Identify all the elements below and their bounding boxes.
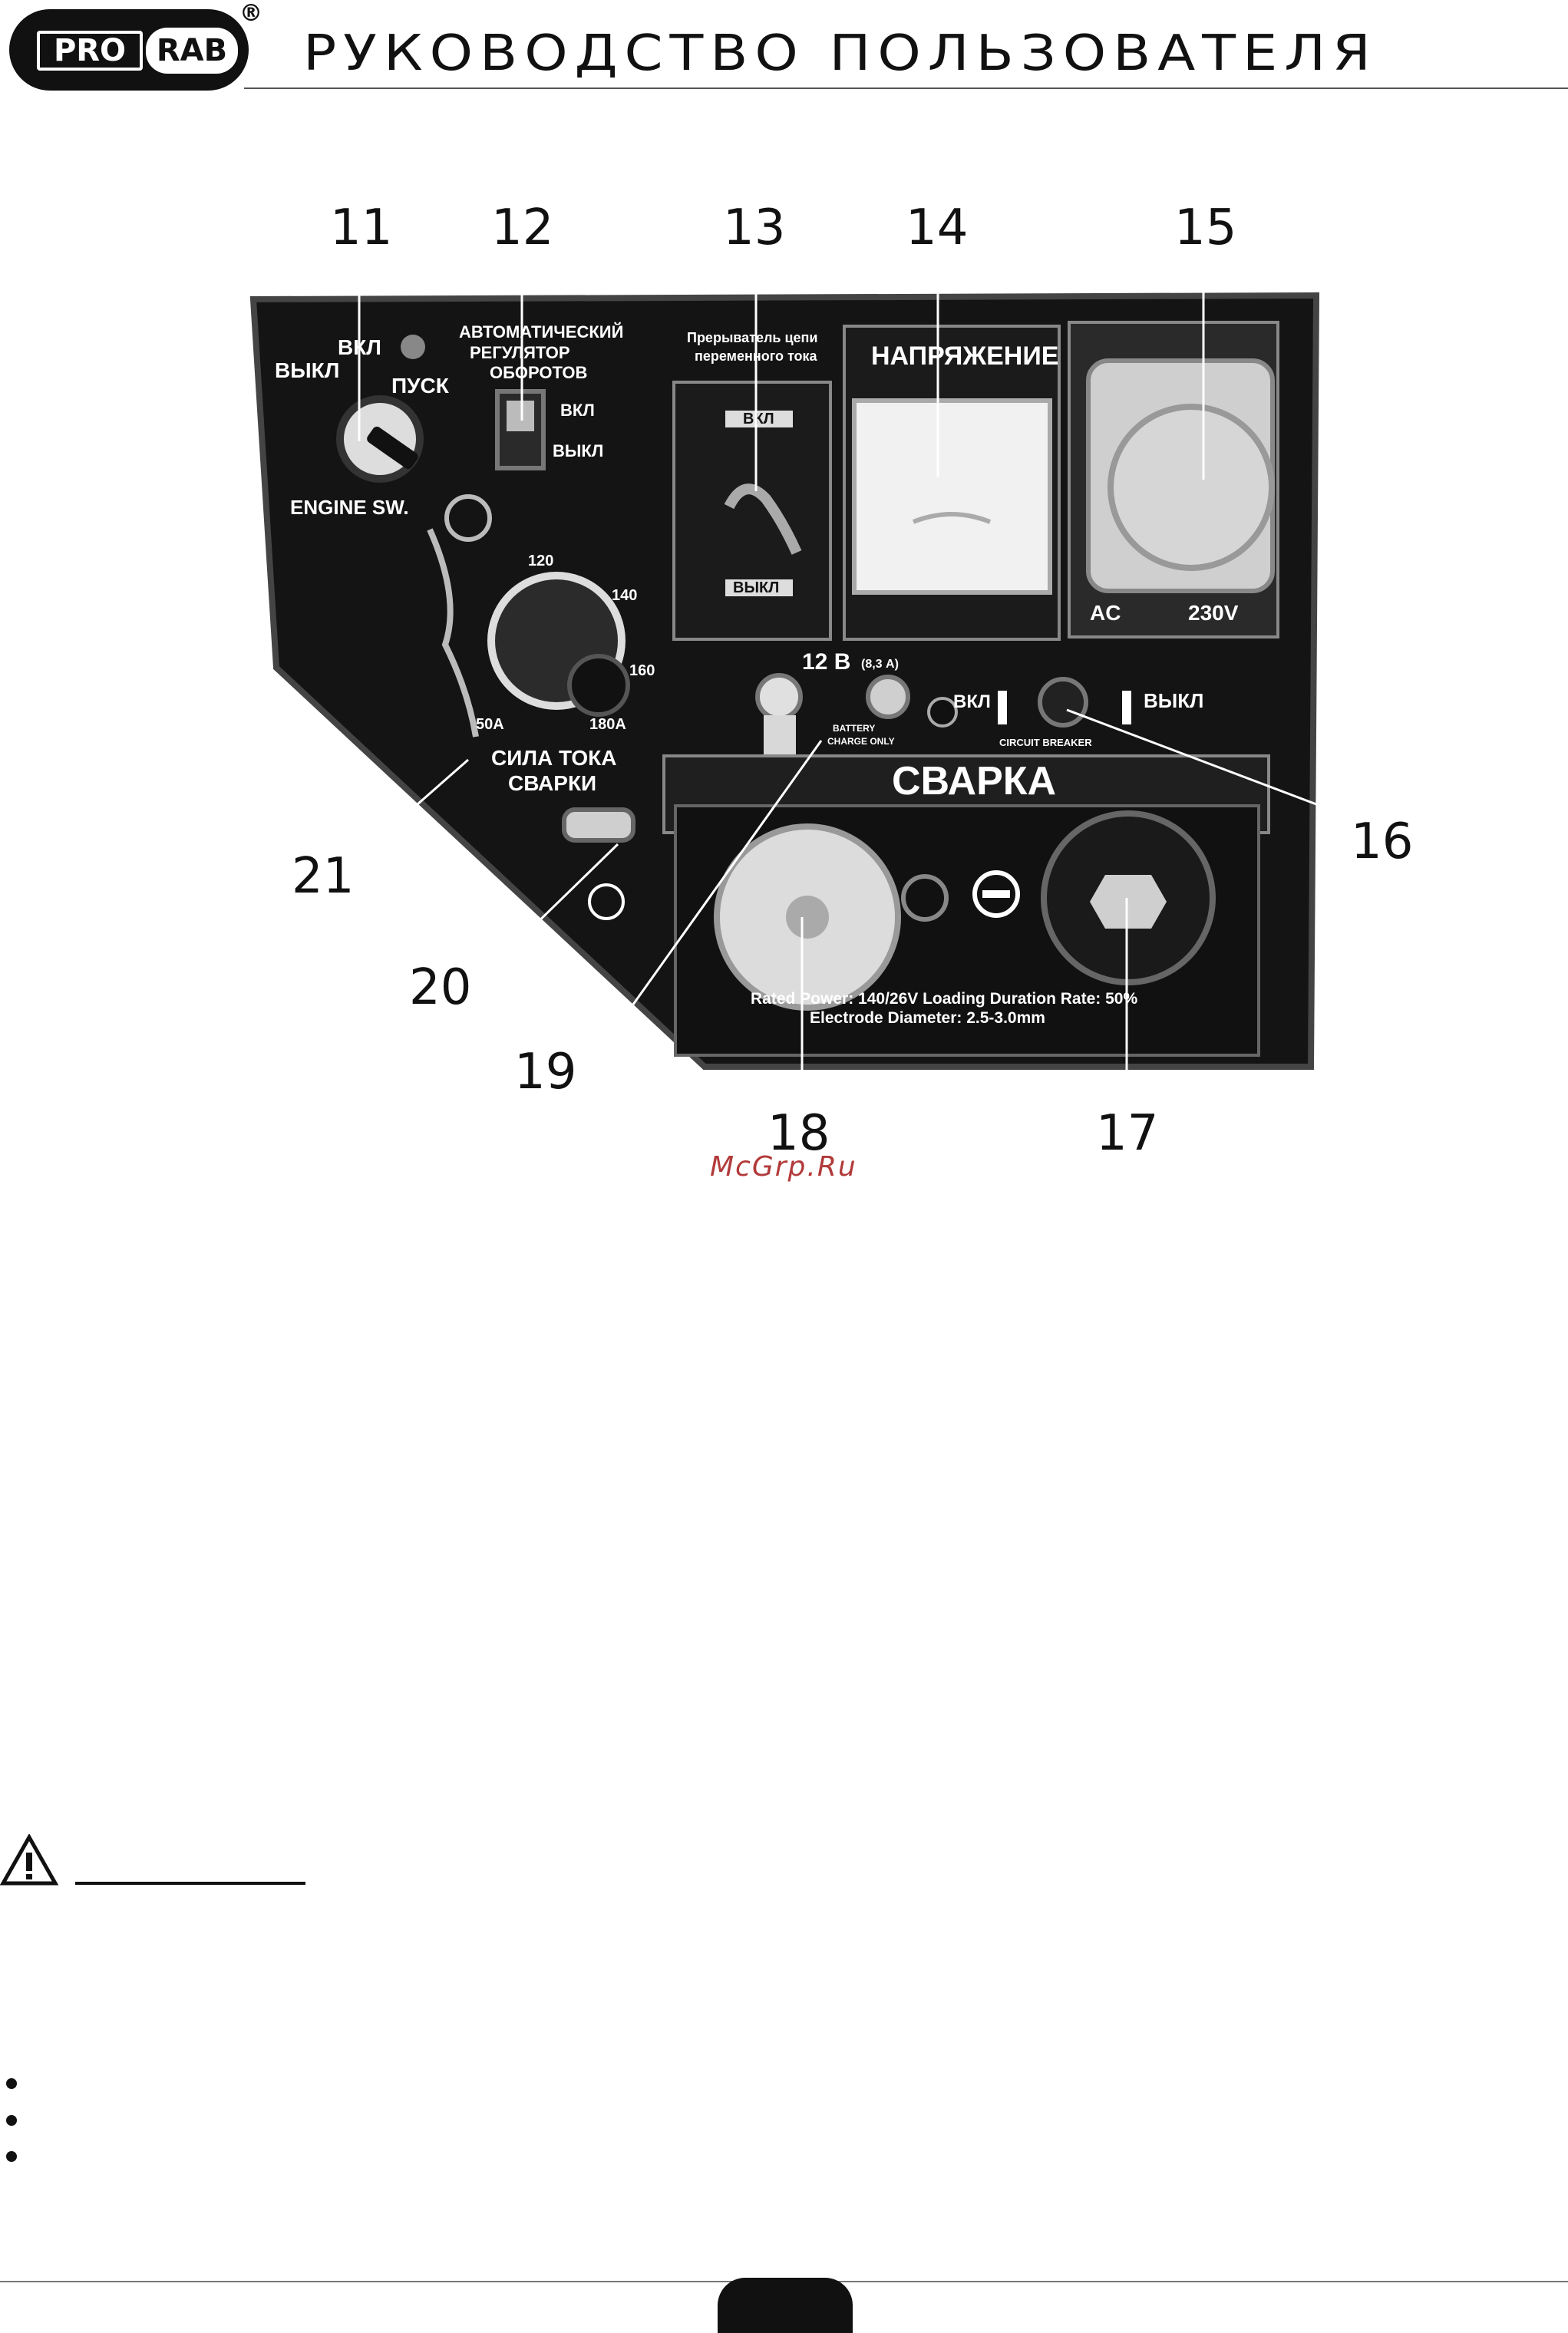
socket-lid bbox=[1108, 404, 1275, 571]
label-circuit-breaker: CIRCUIT BREAKER bbox=[999, 737, 1092, 748]
label-battery: BATTERY bbox=[833, 723, 875, 734]
label-cb-on: ВКЛ bbox=[953, 691, 991, 712]
label-dial-180a: 180A bbox=[589, 716, 626, 733]
warning-icon bbox=[0, 1834, 58, 1886]
label-electrode: Electrode Diameter: 2.5-3.0mm bbox=[810, 1009, 1045, 1027]
label-cb-off: ВЫКЛ bbox=[1144, 689, 1203, 712]
callout-17: 17 bbox=[1096, 1105, 1159, 1162]
breaker-on-label-box bbox=[725, 411, 793, 427]
label-engine-sw: ENGINE SW. bbox=[290, 496, 409, 519]
key-chain bbox=[427, 528, 479, 738]
label-off: ВЫКЛ bbox=[275, 358, 339, 382]
control-panel-illustration: ВЫКЛ ВКЛ ПУСК ENGINE SW. АВТОМАТИЧЕСКИЙ … bbox=[249, 249, 1352, 1109]
logo-pro-text: PRO bbox=[37, 31, 143, 71]
warning-heading-underline bbox=[75, 1882, 305, 1885]
label-auto-regulator-1: АВТОМАТИЧЕСКИЙ bbox=[459, 322, 623, 342]
bullet-1 bbox=[6, 2078, 17, 2089]
engine-key bbox=[367, 426, 418, 470]
label-ac: AC bbox=[1090, 601, 1121, 625]
label-auto-regulator-3: ОБОРОТОВ bbox=[490, 363, 587, 382]
watermark: McGrp.Ru bbox=[710, 1151, 857, 1183]
callout-13: 13 bbox=[723, 200, 786, 256]
label-start: ПУСК bbox=[391, 374, 450, 398]
label-breaker-off: ВЫКЛ bbox=[733, 579, 779, 596]
callout-16: 16 bbox=[1351, 813, 1414, 870]
callout-19: 19 bbox=[514, 1044, 577, 1101]
label-auto-regulator-2: РЕГУЛЯТОР bbox=[470, 343, 570, 362]
breaker-toggle bbox=[724, 483, 802, 555]
callout-20: 20 bbox=[409, 959, 472, 1016]
label-charge-only: CHARGE ONLY bbox=[827, 736, 895, 747]
label-voltage: НАПРЯЖЕНИЕ bbox=[871, 342, 1058, 371]
ground-terminal bbox=[562, 807, 635, 843]
regulator-rocker bbox=[507, 401, 534, 431]
label-dial-120: 120 bbox=[528, 553, 553, 569]
label-regulator-on: ВКЛ bbox=[560, 401, 595, 420]
registered-mark: ® bbox=[239, 0, 262, 27]
label-breaker-on: ВКЛ bbox=[743, 411, 774, 427]
key-ring bbox=[444, 494, 492, 542]
page-number-badge bbox=[718, 2278, 853, 2333]
ground-symbol bbox=[588, 883, 625, 920]
welding-terminal-negative-nut bbox=[1090, 875, 1167, 929]
bullet-2 bbox=[6, 2115, 17, 2126]
dc-terminal-positive bbox=[755, 673, 803, 721]
prorab-logo: PRO RAB bbox=[9, 9, 249, 91]
cb-on-mark bbox=[998, 691, 1007, 724]
label-dc-amp: (8,3 А) bbox=[861, 658, 899, 671]
plus-symbol-ring bbox=[901, 874, 949, 922]
dc-terminal-negative bbox=[866, 675, 910, 719]
label-welding: СВАРКА bbox=[892, 759, 1056, 804]
callout-15: 15 bbox=[1174, 200, 1237, 256]
start-indicator bbox=[401, 335, 425, 359]
label-rated-power: Rated Power: 140/26V Loading Duration Ra… bbox=[751, 990, 1137, 1008]
current-knob bbox=[567, 654, 630, 717]
document-title: РУКОВОДСТВО ПОЛЬЗОВАТЕЛЯ bbox=[303, 25, 1378, 82]
voltmeter-arc bbox=[912, 512, 992, 524]
label-dial-160: 160 bbox=[629, 662, 655, 679]
callout-21: 21 bbox=[292, 848, 355, 905]
header-divider bbox=[244, 87, 1568, 89]
dc-socket bbox=[927, 697, 958, 728]
control-panel-figure: ВЫКЛ ВКЛ ПУСК ENGINE SW. АВТОМАТИЧЕСКИЙ … bbox=[0, 200, 1568, 1197]
cb-off-mark bbox=[1122, 691, 1131, 724]
callout-12: 12 bbox=[491, 200, 554, 256]
circuit-breaker-button bbox=[1038, 677, 1088, 728]
label-dial-50a: 50A bbox=[476, 716, 504, 733]
label-dial-140: 140 bbox=[612, 587, 637, 604]
label-ac-volt: 230V bbox=[1188, 601, 1239, 625]
callout-18: 18 bbox=[767, 1105, 830, 1162]
breaker-off-label-box bbox=[725, 579, 793, 596]
callout-11: 11 bbox=[330, 200, 393, 256]
callout-14: 14 bbox=[906, 200, 969, 256]
label-dc-12v: 12 В bbox=[802, 649, 850, 675]
bullet-3 bbox=[6, 2151, 17, 2162]
welding-terminal-positive-bolt bbox=[786, 896, 829, 939]
logo-rab-text: RAB bbox=[146, 28, 238, 74]
label-regulator-off: ВЫКЛ bbox=[553, 441, 603, 460]
voltmeter-face bbox=[852, 398, 1052, 595]
leader-lines-on-panel bbox=[354, 249, 1352, 1109]
label-ac-breaker-1: Прерыватель цепи bbox=[687, 330, 818, 345]
dc-fuse bbox=[764, 715, 796, 757]
label-weld-current-2: СВАРКИ bbox=[508, 771, 596, 795]
label-weld-current-1: СИЛА ТОКА bbox=[491, 746, 617, 770]
minus-symbol bbox=[972, 870, 1020, 918]
